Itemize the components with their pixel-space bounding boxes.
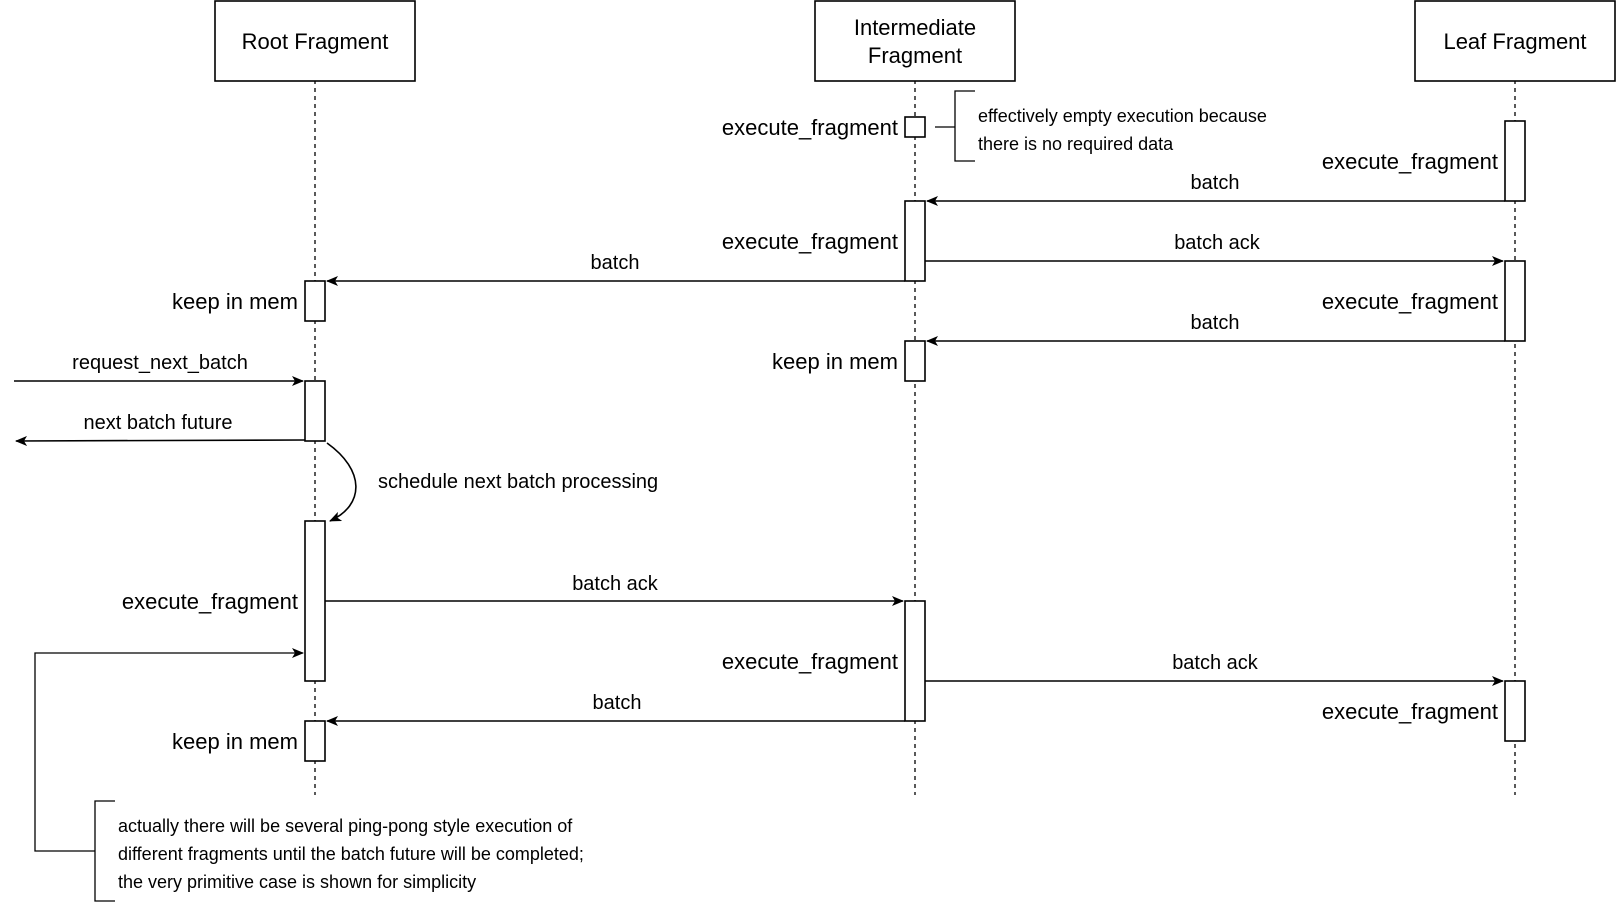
- message-schedule-next: schedule next batch processing: [326, 442, 658, 522]
- participant-intermediate-label-line1: Intermediate: [854, 15, 976, 40]
- participant-root-label: Root Fragment: [242, 29, 389, 54]
- message-request-next-batch: request_next_batch: [14, 352, 304, 386]
- svg-text:batch ack: batch ack: [1172, 652, 1259, 674]
- label-int-keep: keep in mem: [772, 349, 898, 374]
- activation-int-keep: [904, 340, 926, 382]
- note-empty-line1: effectively empty execution because: [978, 106, 1267, 126]
- activation-int-2: [904, 600, 926, 722]
- svg-text:batch: batch: [1191, 312, 1240, 334]
- participant-leaf[interactable]: Leaf Fragment: [1414, 0, 1616, 82]
- label-leaf-execute-2: execute_fragment: [1322, 289, 1498, 314]
- svg-text:schedule next batch processing: schedule next batch processing: [378, 471, 658, 493]
- message-leaf-to-int-batch-1: batch: [926, 172, 1505, 206]
- participant-intermediate[interactable]: Intermediate Fragment: [814, 0, 1016, 82]
- activation-leaf-3: [1504, 680, 1526, 742]
- activation-int-empty: [904, 116, 926, 138]
- label-root-execute: execute_fragment: [122, 589, 298, 614]
- label-int-execute-1: execute_fragment: [722, 115, 898, 140]
- activation-root-keep-2: [304, 720, 326, 762]
- note-pingpong-line1: actually there will be several ping-pong…: [118, 816, 573, 836]
- note-empty-line2: there is no required data: [978, 134, 1174, 154]
- label-int-execute-2: execute_fragment: [722, 229, 898, 254]
- note-ping-pong: actually there will be several ping-pong…: [34, 648, 584, 902]
- message-leaf-to-int-batch-2: batch: [926, 312, 1505, 346]
- note-pingpong-line3: the very primitive case is shown for sim…: [118, 872, 476, 892]
- message-int-to-root-batch-1: batch: [326, 252, 905, 286]
- svg-text:batch: batch: [591, 252, 640, 274]
- svg-text:batch: batch: [593, 692, 642, 714]
- svg-text:request_next_batch: request_next_batch: [72, 352, 248, 374]
- message-int-to-leaf-ack-2: batch ack: [925, 652, 1504, 686]
- participant-intermediate-label-line2: Fragment: [868, 43, 962, 68]
- message-next-batch-future: next batch future: [15, 412, 306, 446]
- label-root-keep-1: keep in mem: [172, 289, 298, 314]
- participant-leaf-label: Leaf Fragment: [1443, 29, 1586, 54]
- message-int-to-root-batch-2: batch: [326, 692, 905, 726]
- label-root-keep-2: keep in mem: [172, 729, 298, 754]
- label-leaf-execute-1: execute_fragment: [1322, 149, 1498, 174]
- svg-text:next batch future: next batch future: [84, 412, 233, 434]
- activation-leaf-1: [1504, 120, 1526, 202]
- activation-root-request: [304, 380, 326, 442]
- svg-text:batch ack: batch ack: [1174, 232, 1261, 254]
- label-leaf-execute-3: execute_fragment: [1322, 699, 1498, 724]
- svg-text:batch ack: batch ack: [572, 573, 659, 595]
- message-int-to-leaf-ack-1: batch ack: [925, 232, 1504, 266]
- participant-root[interactable]: Root Fragment: [214, 0, 416, 82]
- message-root-to-int-ack: batch ack: [325, 573, 904, 606]
- activation-leaf-2: [1504, 260, 1526, 342]
- activation-root-execute: [304, 520, 326, 682]
- label-int-execute-3: execute_fragment: [722, 649, 898, 674]
- note-empty-execution: effectively empty execution because ther…: [935, 90, 1267, 162]
- activation-root-keep-1: [304, 280, 326, 322]
- note-pingpong-line2: different fragments until the batch futu…: [118, 844, 584, 864]
- activation-int-1: [904, 200, 926, 282]
- svg-text:batch: batch: [1191, 172, 1240, 194]
